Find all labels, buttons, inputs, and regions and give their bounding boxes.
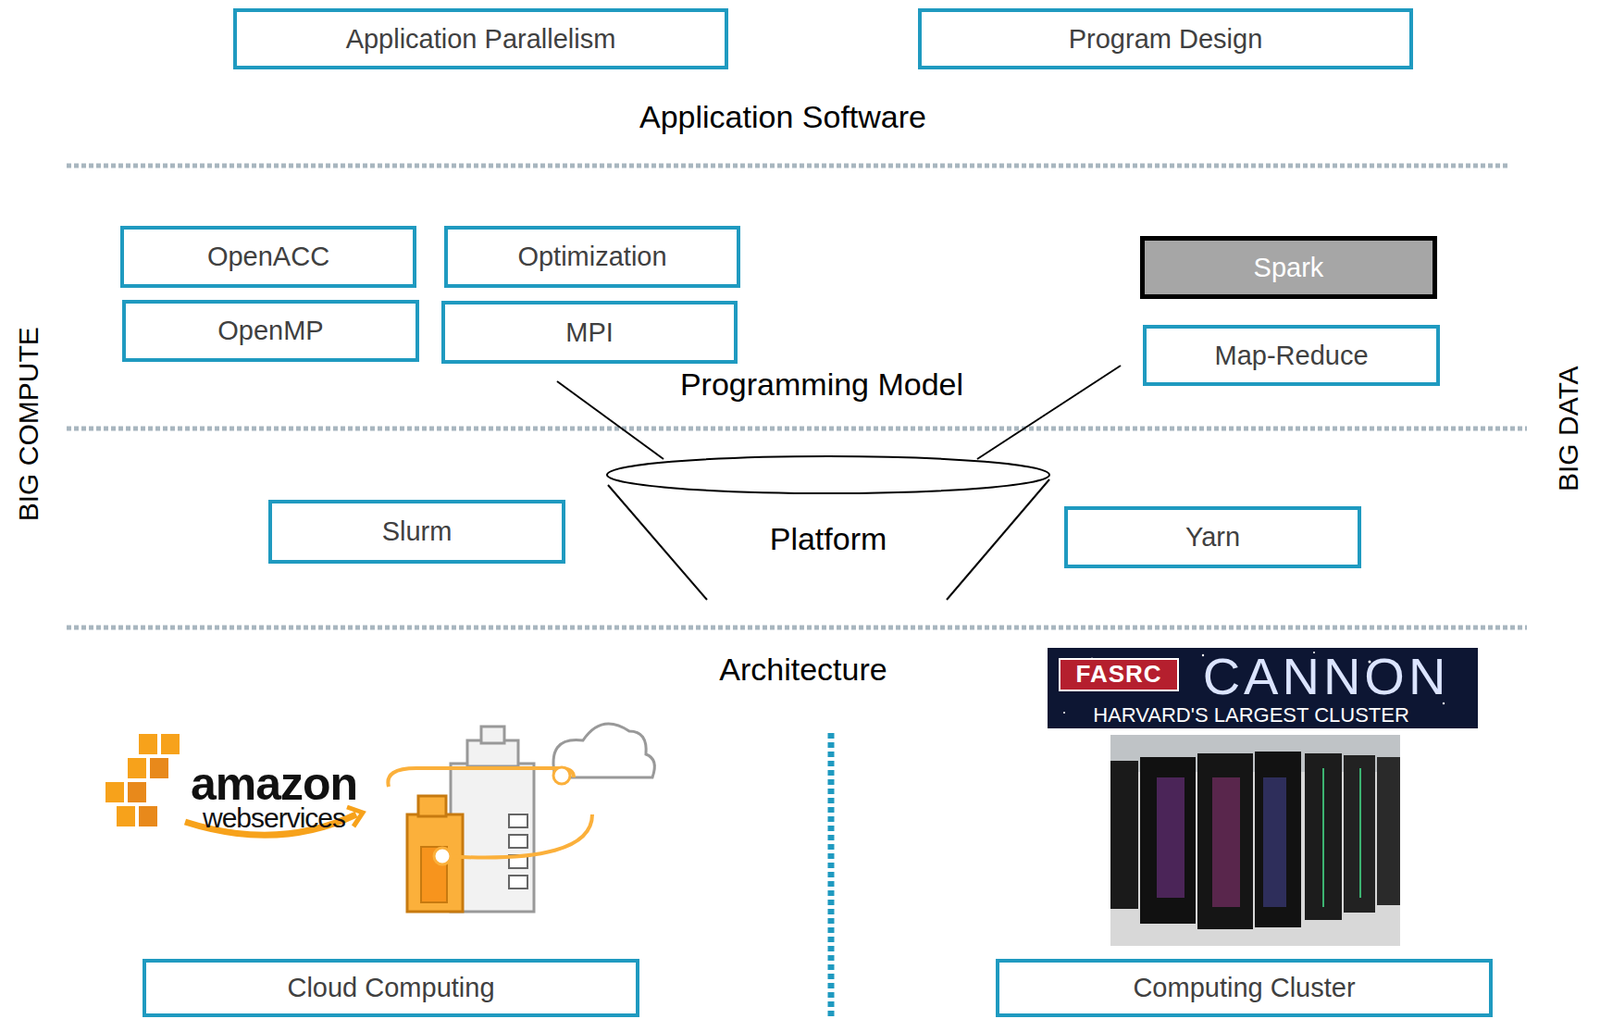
box-label: Slurm bbox=[382, 516, 453, 547]
logo-text: CANNON bbox=[1203, 646, 1451, 707]
box-label: Cloud Computing bbox=[286, 972, 495, 1004]
box-label: Program Design bbox=[1068, 24, 1264, 55]
layer-title: Architecture bbox=[719, 651, 887, 688]
box-label: Application Parallelism bbox=[346, 24, 617, 55]
logo-text: webservices bbox=[202, 802, 346, 835]
layer-title: Programming Model bbox=[680, 366, 964, 403]
topic-box: Cloud Computing bbox=[142, 958, 640, 1018]
layer-dividers bbox=[66, 165, 1527, 628]
topic-box: Program Design bbox=[917, 8, 1414, 70]
cluster-photo bbox=[1110, 734, 1401, 946]
box-label: OpenACC bbox=[207, 241, 330, 273]
layer-title: Platform bbox=[769, 520, 888, 558]
box-label: Computing Cluster bbox=[1132, 972, 1355, 1004]
cloud-building-icon bbox=[387, 723, 655, 912]
topic-box: MPI bbox=[441, 300, 738, 364]
logo-text: HARVARD'S LARGEST CLUSTER bbox=[1092, 703, 1410, 727]
highlighted-box: Spark bbox=[1140, 235, 1438, 299]
divider-line bbox=[66, 625, 1527, 631]
aws-cubes bbox=[105, 733, 363, 835]
box-label: MPI bbox=[565, 317, 614, 348]
topic-box: OpenACC bbox=[120, 225, 417, 288]
box-label: Optimization bbox=[517, 241, 667, 273]
box-label: Yarn bbox=[1185, 521, 1241, 553]
topic-box: Slurm bbox=[268, 499, 566, 564]
topic-box: OpenMP bbox=[122, 299, 420, 362]
topic-box: Application Parallelism bbox=[233, 8, 729, 70]
side-title: BIG DATA bbox=[1552, 365, 1586, 492]
separator-line bbox=[828, 732, 835, 1019]
topic-box: Yarn bbox=[1064, 506, 1362, 569]
layer-title: Application Software bbox=[639, 99, 927, 136]
topic-box: Computing Cluster bbox=[995, 958, 1493, 1018]
box-label: Spark bbox=[1253, 252, 1325, 284]
side-title: BIG COMPUTE bbox=[12, 326, 46, 521]
box-label: OpenMP bbox=[217, 315, 323, 347]
divider-line bbox=[66, 163, 1509, 169]
divider-line bbox=[66, 426, 1527, 432]
topic-box: Map-Reduce bbox=[1142, 324, 1440, 386]
box-label: Map-Reduce bbox=[1214, 340, 1368, 372]
topic-box: Optimization bbox=[444, 225, 741, 288]
logo-text: FASRC bbox=[1075, 660, 1162, 689]
funnel bbox=[557, 365, 1121, 600]
